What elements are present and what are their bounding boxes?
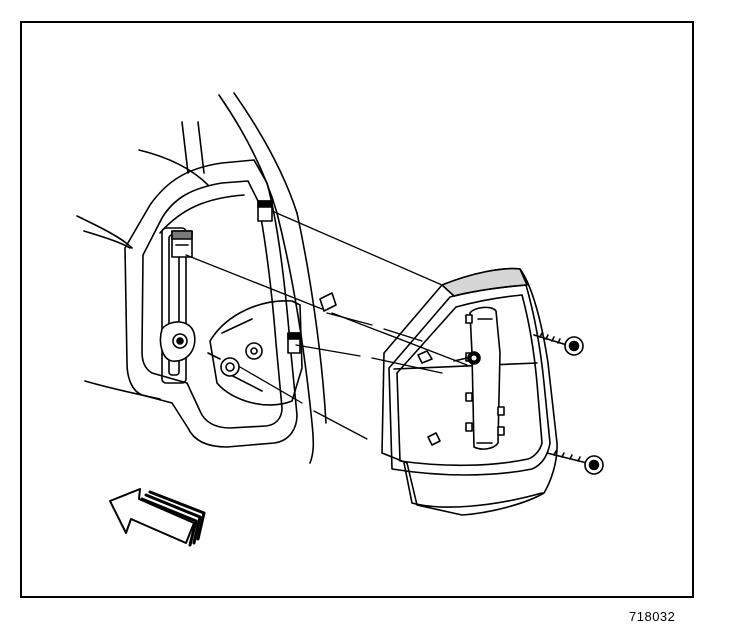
alignment-line-5b	[383, 328, 423, 342]
taillamp-assembly	[381, 267, 558, 516]
vehicle-body	[76, 92, 337, 464]
taillamp-lens-inner	[396, 294, 543, 467]
alignment-line-1	[271, 210, 443, 286]
taillamp-lower-section	[403, 462, 543, 508]
alignment-line-4	[239, 366, 303, 404]
body-sweep-line-2	[83, 230, 131, 249]
taillamp-lens-top-band	[441, 267, 528, 297]
forward-arrow-icon	[109, 488, 206, 547]
taillamp-divider	[393, 362, 538, 370]
lamp-opening-inner	[141, 180, 283, 429]
alignment-line-2	[185, 254, 323, 310]
alignment-line-5	[326, 312, 373, 326]
quarter-panel-edge-2	[296, 212, 327, 424]
bulb-socket-on-lamp	[453, 351, 481, 365]
locating-pin-upper	[417, 350, 433, 364]
alignment-line-2b	[331, 312, 468, 366]
mounting-screw-upper	[533, 332, 584, 356]
taillamp-removal-illustration	[76, 92, 604, 547]
roof-curve-outer	[233, 92, 298, 214]
pillar-line-1	[181, 121, 189, 174]
retainer-clip-lower	[287, 332, 301, 354]
alignment-line-3	[295, 344, 361, 357]
diagram-frame	[20, 21, 694, 598]
socket-opening	[209, 300, 303, 406]
wire-harness-connector	[207, 342, 263, 377]
alignment-line-3b	[371, 357, 443, 374]
bulb-socket-lower	[159, 321, 196, 362]
taillamp-lens-frame	[388, 284, 551, 476]
roof-curve-inner	[218, 94, 278, 214]
retainer-clip-upper	[257, 200, 273, 222]
lamp-opening-outer	[124, 159, 298, 448]
figure-number: 718032	[629, 609, 676, 624]
body-sweep-line	[76, 215, 133, 249]
socket-opening-hatch-1	[221, 318, 253, 334]
quarter-panel-edge	[276, 212, 315, 464]
mounting-screw-lower	[546, 450, 604, 475]
alignment-lines	[185, 210, 468, 440]
alignment-line-4b	[313, 410, 368, 440]
locating-pin-lower	[427, 432, 441, 446]
mounting-bracket	[161, 227, 187, 384]
pillar-line-2	[197, 121, 205, 174]
recess-line	[159, 194, 245, 234]
body-side-line	[138, 149, 209, 186]
wire-clip	[319, 292, 337, 312]
bulb-carrier	[465, 306, 505, 450]
bulb-socket-upper	[171, 230, 193, 258]
